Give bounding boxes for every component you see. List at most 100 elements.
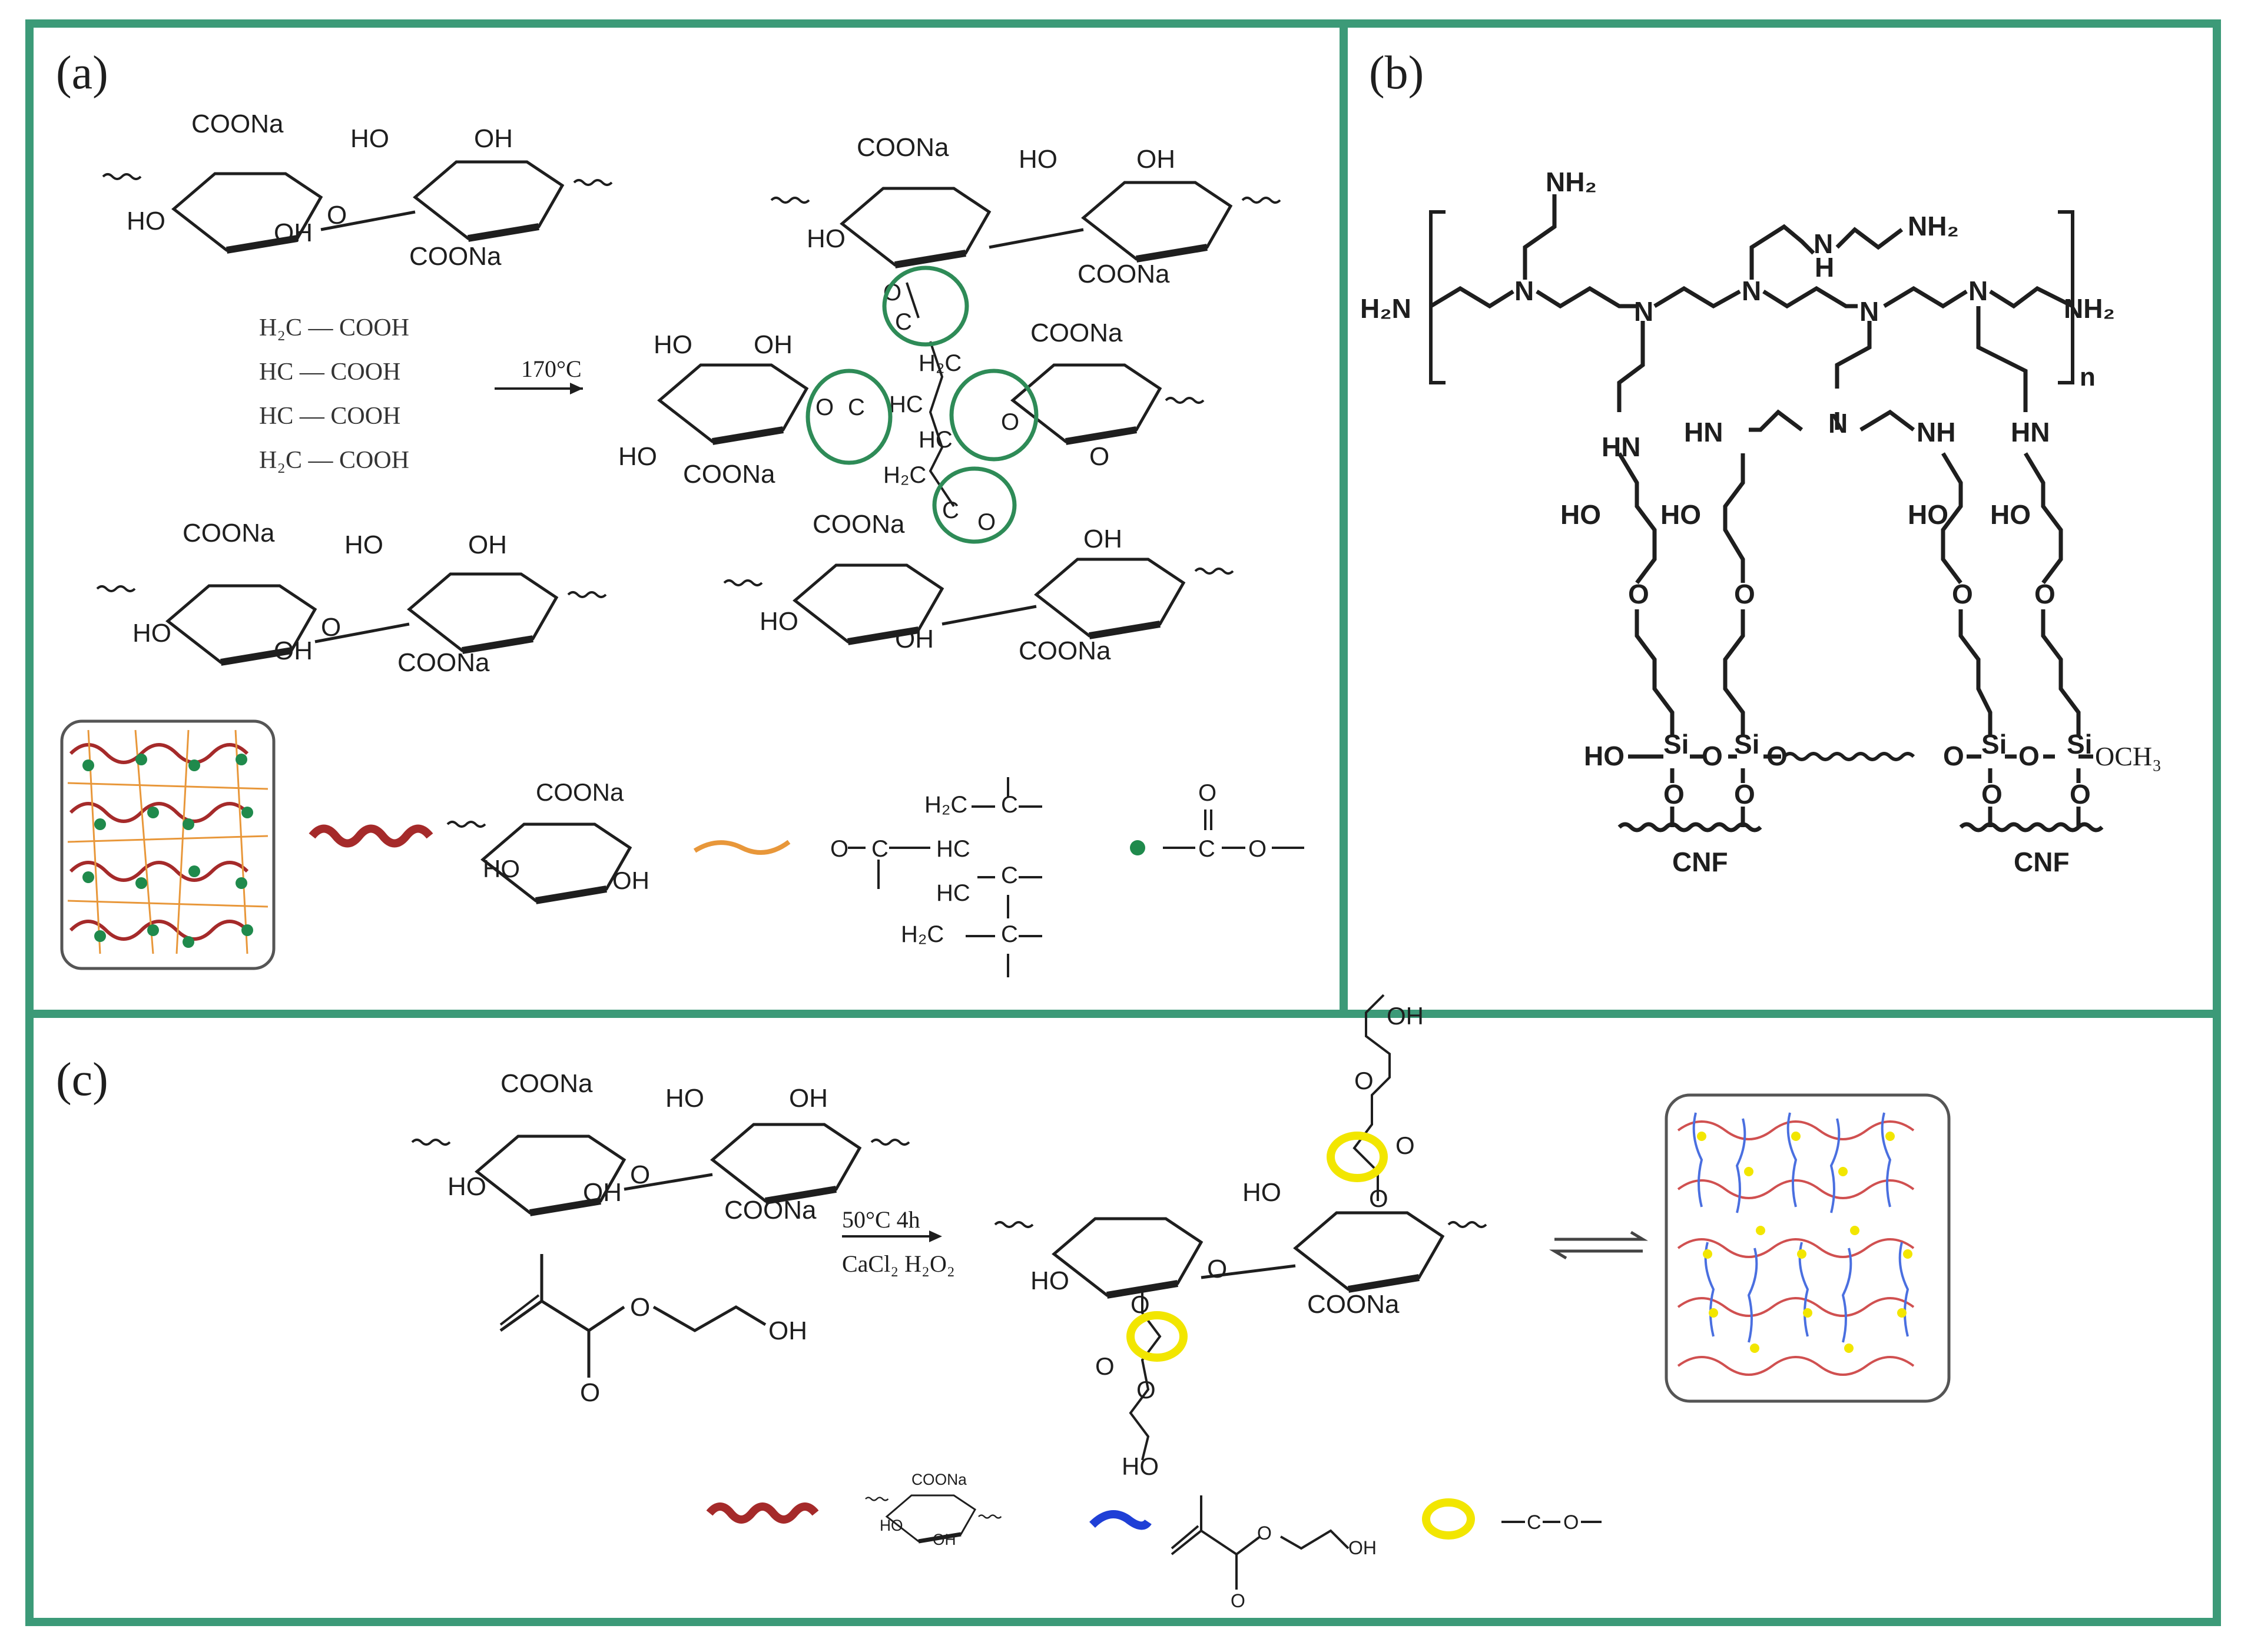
hn-label: HN: [2011, 417, 2050, 447]
ho-label: HO: [350, 124, 389, 153]
h2c-label: H₂C: [901, 921, 944, 947]
h-label: H: [1815, 252, 1834, 283]
h2c-label: H₂C: [924, 792, 967, 818]
ho-label: HO: [807, 224, 846, 253]
c-label: C: [1001, 921, 1018, 947]
hema-ring-highlight: [1126, 1311, 1188, 1362]
ester-highlight-circles: [805, 266, 1039, 544]
citric-acid: H₂C — COOH HC — COOH HC — COOH H₂C — COO…: [259, 314, 409, 474]
ho-label: HO: [654, 330, 692, 359]
ho-label: HO: [1990, 499, 2031, 530]
oh-label: OH: [612, 867, 649, 894]
o-label: O: [630, 1160, 650, 1189]
c-label: C: [848, 394, 865, 420]
reaction-condition-top: 50°C 4h: [842, 1206, 920, 1233]
o-label: O: [1981, 779, 2003, 810]
o-label: O: [1001, 409, 1019, 435]
hema-monomer: O O OH: [499, 1254, 807, 1407]
si-label: Si: [1663, 729, 1689, 759]
oh-label: OH: [789, 1084, 828, 1113]
h2n-label: H₂N: [1360, 293, 1411, 324]
h2c-label: H₂C: [883, 462, 926, 488]
o-label: O: [1766, 741, 1788, 771]
c-label: C: [895, 309, 912, 335]
o-label: O: [1628, 579, 1649, 609]
o-label: O: [1369, 1185, 1388, 1212]
ester-bond-structure: O C O: [1163, 780, 1304, 862]
legend-c: COONa HO OH O O OH C O: [706, 1471, 1602, 1611]
network-schematic-a: [60, 719, 276, 970]
hema-legend-structure: O O OH: [1171, 1495, 1377, 1611]
ho-label: HO: [127, 207, 165, 235]
oh-label: OH: [754, 330, 793, 359]
o-label: O: [1198, 780, 1216, 806]
ho-label: HO: [1560, 499, 1601, 530]
c-label: C: [1001, 792, 1018, 818]
grafted-product-c: HO HO COONa O OH O O O O O O HO: [994, 994, 1487, 1480]
o-label: O: [1734, 579, 1755, 609]
o-label: O: [1207, 1255, 1227, 1283]
cnf-label: CNF: [1672, 847, 1728, 877]
network-schematic-c: [1665, 1093, 1951, 1403]
ho-label: HO: [618, 442, 657, 471]
ho-label: HO: [1019, 145, 1057, 174]
oh-label: OH: [583, 1178, 622, 1207]
o-label: O: [1395, 1132, 1415, 1159]
alginate-dimer-top-left: COONa HO OH HO OH COONa O: [102, 110, 613, 271]
c-label: C: [1527, 1511, 1541, 1534]
panel-b: (b) n: [1360, 47, 2162, 877]
coona-label: COONa: [1030, 319, 1123, 347]
o-label: O: [1248, 836, 1267, 862]
legend-a: COONa HO OH H₂C O C HC HC H₂C C C C O C: [309, 777, 1304, 977]
panel-c: (c) COONa HO OH HO OH COONa O O O OH: [56, 994, 1951, 1611]
alginate-dimer-c: COONa HO OH HO OH COONa O: [411, 1069, 910, 1225]
coona-label: COONa: [683, 460, 775, 489]
n-label: N: [1634, 296, 1653, 327]
n-label: N: [1514, 276, 1534, 306]
oh-label: OH: [768, 1316, 807, 1345]
o-label: O: [580, 1378, 600, 1407]
hc-label: HC: [889, 392, 923, 417]
coona-label: COONa: [500, 1069, 593, 1098]
o-label: O: [1095, 1352, 1115, 1380]
citric-line-2: HC — COOH: [259, 359, 400, 386]
hc-label: HC: [936, 836, 970, 862]
coona-label: COONa: [1307, 1290, 1400, 1319]
hema-ring-highlight: [1327, 1132, 1388, 1182]
oh-label: OH: [1387, 1002, 1424, 1030]
oh-label: OH: [1348, 1537, 1377, 1558]
panel-a: (a) COONa HO OH HO OH COONa O H₂C — COOH…: [56, 47, 1304, 977]
hema-chain-icon: [1089, 1510, 1152, 1530]
coona-label: COONa: [397, 648, 490, 677]
o-label: O: [977, 509, 996, 535]
ho-label: HO: [1242, 1178, 1281, 1207]
o-label: O: [1231, 1590, 1245, 1611]
repeat-n-label: n: [2080, 363, 2096, 392]
citrate-chain-icon: [693, 840, 791, 855]
equilibrium-arrows: [1549, 1230, 1649, 1260]
alginate-chain-icon: [706, 1502, 819, 1524]
panel-b-label: (b): [1369, 47, 1424, 99]
ho-label: HO: [665, 1084, 704, 1113]
si-label: Si: [1981, 729, 2007, 759]
o-label: O: [630, 1293, 650, 1322]
coona-label: COONa: [183, 519, 275, 548]
n-label: N: [1828, 408, 1848, 439]
citric-line-4: H₂C — COOH: [259, 447, 409, 474]
panel-frames: [25, 19, 2221, 1626]
n-label: N: [1859, 296, 1879, 327]
oh-label: OH: [895, 625, 934, 653]
ho-label: HO: [1030, 1266, 1069, 1295]
reaction-arrow-a: 170°C: [495, 356, 583, 394]
o-label: O: [1257, 1522, 1272, 1544]
ho-label: HO: [344, 530, 383, 559]
hema-ring-icon: [1422, 1498, 1475, 1540]
coona-label: COONa: [1019, 636, 1111, 665]
o-label: O: [1952, 579, 1973, 609]
panel-a-label: (a): [56, 47, 108, 99]
o-label: O: [1702, 741, 1723, 771]
hn-label: HN: [1602, 432, 1640, 462]
o-label: O: [2018, 741, 2040, 771]
ho-label: HO: [1122, 1452, 1159, 1480]
